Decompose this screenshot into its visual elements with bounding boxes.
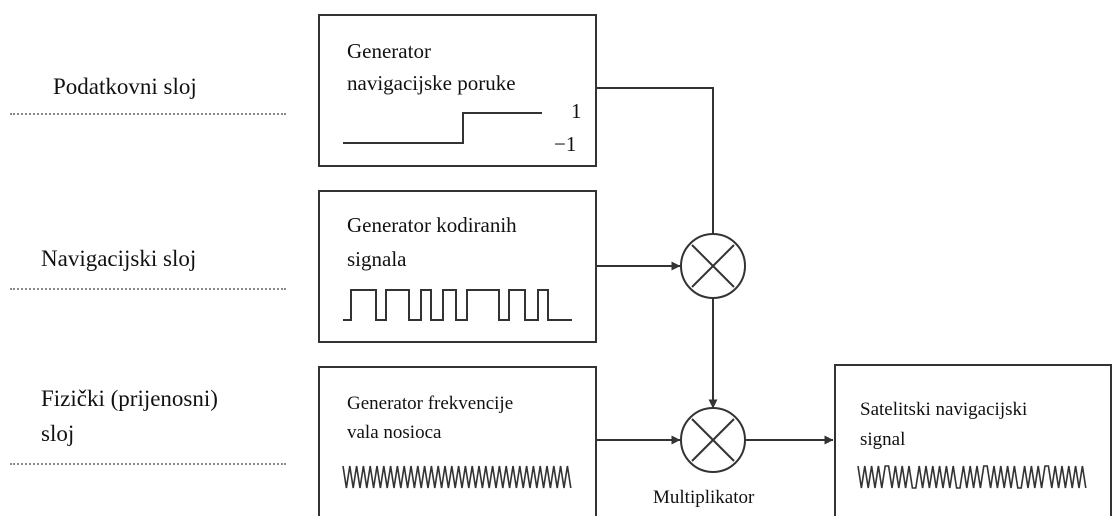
nav-message-generator-block: Generator navigacijske poruke 1 −1: [318, 14, 597, 167]
multiplier-label: Multiplikator: [653, 487, 755, 508]
level-high-label: 1: [571, 99, 582, 123]
level-low-label: −1: [554, 132, 577, 156]
output-signal-title-line2: signal: [860, 429, 906, 450]
code-signal-generator-title-line1: Generator kodiranih: [347, 213, 517, 237]
message-to-multiplier1-arrow: [597, 87, 718, 243]
carrier-generator-block: Generator frekvencije vala nosioca: [318, 366, 597, 516]
output-signal-title-line1: Satelitski navigacijski: [860, 399, 1028, 420]
carrier-generator-title-line2: vala nosioca: [347, 422, 442, 443]
output-signal-block: Satelitski navigacijski signal: [834, 364, 1112, 516]
message-step-waveform: [343, 112, 542, 144]
layer-label-data: Podatkovni sloj: [53, 74, 197, 99]
layer-separator-data: [10, 113, 286, 115]
layer-label-physical-line2: sloj: [41, 421, 75, 446]
layer-separator-physical: [10, 463, 286, 465]
nav-message-generator-title-line2: navigacijske poruke: [347, 71, 516, 95]
multiplier-1-symbol: [680, 233, 746, 299]
layer-label-physical-line1: Fizički (prijenosni): [41, 386, 218, 411]
layer-separator-navigation: [10, 288, 286, 290]
carrier-waveform: [342, 465, 572, 489]
code-signal-generator-title-line2: signala: [347, 247, 407, 271]
code-square-waveform: [343, 289, 572, 321]
multiplier-2-symbol: [680, 407, 746, 473]
output-signal-waveform: [857, 465, 1087, 489]
layer-label-navigation: Navigacijski sloj: [41, 246, 197, 271]
carrier-generator-title-line1: Generator frekvencije: [347, 393, 514, 414]
code-signal-generator-block: Generator kodiranih signala: [318, 190, 597, 343]
nav-message-generator-title-line1: Generator: [347, 39, 431, 63]
